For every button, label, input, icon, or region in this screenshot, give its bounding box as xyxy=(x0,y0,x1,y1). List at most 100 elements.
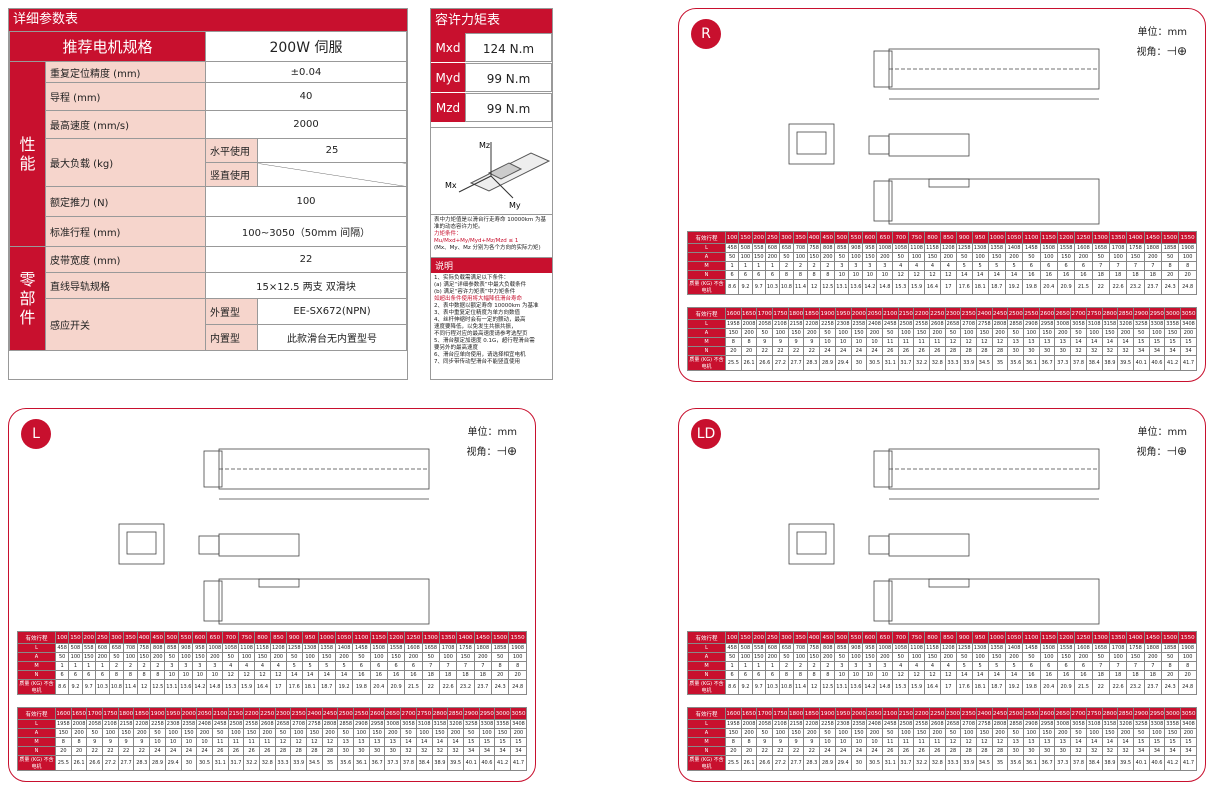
table-cell: 3208 xyxy=(447,719,464,729)
table-cell: 1008 xyxy=(876,643,894,653)
table-cell: 8 xyxy=(820,670,836,680)
table-cell: 100 xyxy=(908,252,926,262)
table-cell: 2800 xyxy=(1101,707,1119,720)
table-cell: 808 xyxy=(150,643,166,653)
table-cell: 100 xyxy=(415,728,433,738)
unit-label: 单位：mm xyxy=(467,427,517,438)
explain-item: 1、实际负载需满足以下条件： xyxy=(434,275,510,281)
table-cell: 150 xyxy=(751,652,766,662)
table-cell: 650 xyxy=(206,631,224,644)
table-cell: 458 xyxy=(724,243,740,253)
table-cell: 2850 xyxy=(1117,307,1134,320)
table-cell: 4 xyxy=(908,661,926,671)
table-cell: 2650 xyxy=(1054,707,1072,720)
table-cell: 200 xyxy=(206,652,224,662)
table-cell: 1208 xyxy=(269,643,287,653)
table-cell: 26.1 xyxy=(70,755,88,771)
table-cell: 708 xyxy=(122,643,138,653)
table-cell: 2250 xyxy=(928,707,946,720)
table-cell: 800 xyxy=(924,631,941,644)
table-cell: 200 xyxy=(196,728,213,738)
table-cell: 100 xyxy=(353,728,370,738)
table-cell: 1750 xyxy=(772,707,789,720)
table-cell: 6 xyxy=(1039,661,1058,671)
table-cell: 11 xyxy=(928,337,946,347)
table-cell: 18 xyxy=(1126,270,1145,280)
table-cell: 100 xyxy=(848,652,864,662)
table-cell: 34 xyxy=(494,746,511,756)
table-cell: 2 xyxy=(820,261,836,271)
spec-sublabel: 外置型 xyxy=(205,298,258,325)
table-cell: 2 xyxy=(792,261,808,271)
table-cell: 2808 xyxy=(991,719,1009,729)
table-cell: 10 xyxy=(850,337,868,347)
table-cell: 200 xyxy=(740,328,758,338)
table-cell: 10.8 xyxy=(108,679,124,695)
row-key: M xyxy=(17,661,56,671)
table-cell: 2 xyxy=(792,661,808,671)
table-cell: 150 xyxy=(806,252,822,262)
table-cell: 13 xyxy=(1038,337,1056,347)
row-key: N xyxy=(687,670,726,680)
spec-label: 标准行程 (mm) xyxy=(45,216,206,247)
table-cell: 2650 xyxy=(384,707,402,720)
table-cell: 50 xyxy=(892,252,910,262)
table-cell: 15 xyxy=(462,737,480,747)
table-cell: 50 xyxy=(400,728,417,738)
table-cell: 1 xyxy=(54,661,70,671)
table-cell: 1358 xyxy=(317,643,336,653)
projection-symbol-icon: ⊣⊕ xyxy=(1166,44,1187,58)
table-cell: 1 xyxy=(94,661,110,671)
table-cell: 100 xyxy=(1039,652,1058,662)
spec-label: 直线导轨规格 xyxy=(45,272,206,299)
table-cell: 2900 xyxy=(462,707,480,720)
table-cell: 3258 xyxy=(1132,319,1150,329)
table-cell: 1 xyxy=(764,261,780,271)
table-cell: 6 xyxy=(1074,661,1093,671)
table-cell: 958 xyxy=(862,243,878,253)
table-cell: 18 xyxy=(438,670,458,680)
table-cell: 400 xyxy=(806,231,822,244)
table-cell: 18.7 xyxy=(987,279,1006,295)
table-cell: 37.3 xyxy=(1054,355,1072,371)
row-key: L xyxy=(687,319,726,329)
table-cell: 12 xyxy=(976,737,993,747)
table-cell: 34.5 xyxy=(976,355,993,371)
table-cell: 200 xyxy=(1004,652,1024,662)
table-cell: 100 xyxy=(68,652,83,662)
table-cell: 150 xyxy=(725,328,742,338)
table-cell: 28 xyxy=(321,746,339,756)
table-cell: 200 xyxy=(384,728,402,738)
row-key: N xyxy=(687,270,726,280)
table-cell: 8 xyxy=(150,670,166,680)
table-cell: 28.3 xyxy=(133,755,151,771)
table-cell: 2908 xyxy=(353,719,370,729)
table-cell: 9 xyxy=(787,737,805,747)
table-cell: 15.3 xyxy=(892,279,910,295)
table-cell: 14 xyxy=(415,737,433,747)
table-cell: 15.3 xyxy=(222,679,240,695)
table-cell: 350 xyxy=(792,631,808,644)
table-cell: 38.9 xyxy=(1101,755,1119,771)
table-cell: 150 xyxy=(976,728,993,738)
table-cell: 14.8 xyxy=(206,679,224,695)
table-cell: 3308 xyxy=(1148,719,1166,729)
table-cell: 2700 xyxy=(1070,707,1087,720)
table-cell: 200 xyxy=(1117,328,1134,338)
table-cell: 100 xyxy=(164,728,182,738)
table-cell: 26 xyxy=(258,746,276,756)
table-cell: 26 xyxy=(897,746,915,756)
table-cell: 24.8 xyxy=(508,679,527,695)
table-cell: 11 xyxy=(913,337,930,347)
table-cell: 13 xyxy=(368,737,386,747)
table-cell: 5 xyxy=(955,661,973,671)
table-cell: 50 xyxy=(1022,652,1041,662)
table-cell: 28.3 xyxy=(803,755,821,771)
view-label: 视角：⊣⊕ xyxy=(466,444,517,458)
table-cell: 2300 xyxy=(274,707,292,720)
